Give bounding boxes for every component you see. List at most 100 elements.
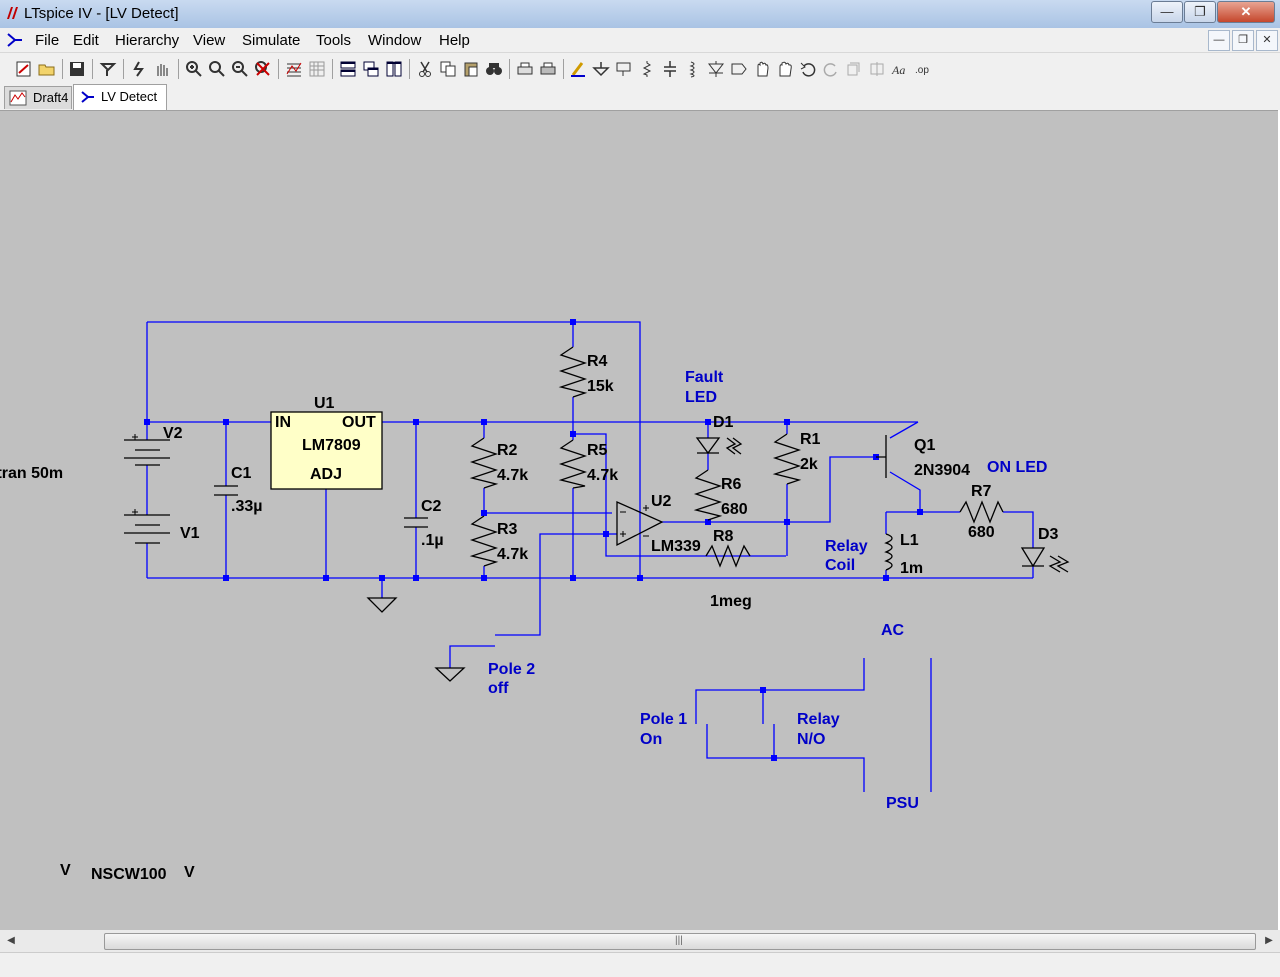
run-icon[interactable] (130, 60, 148, 78)
text-icon[interactable]: Aa (891, 60, 909, 78)
d3-ref[interactable]: D3 (1038, 526, 1059, 543)
menu-window[interactable]: Window (368, 32, 422, 49)
mirror-icon[interactable] (868, 60, 886, 78)
grid-icon[interactable] (308, 60, 326, 78)
bottom-v-right[interactable]: V (184, 864, 195, 881)
zoom-cancel-icon[interactable] (254, 60, 272, 78)
l1-ref[interactable]: L1 (900, 532, 919, 549)
r6-ref[interactable]: R6 (721, 476, 742, 493)
note-relay-coil-1[interactable]: Relay (825, 538, 868, 555)
open-icon[interactable] (38, 60, 56, 78)
l1-value[interactable]: 1m (900, 560, 924, 577)
c2-value[interactable]: .1µ (421, 532, 444, 549)
c2-ref[interactable]: C2 (421, 498, 442, 515)
diode-icon[interactable] (707, 60, 725, 78)
r1-ref[interactable]: R1 (800, 431, 821, 448)
r3-value[interactable]: 4.7k (497, 546, 529, 563)
menu-file[interactable]: File (35, 32, 60, 49)
print-setup-icon[interactable] (516, 60, 534, 78)
u2-part[interactable]: LM339 (651, 538, 701, 555)
note-relay-no-1[interactable]: Relay (797, 711, 840, 728)
bottom-v-left[interactable]: V (60, 862, 71, 879)
note-pole2-2[interactable]: off (488, 680, 509, 697)
zoom-in-icon[interactable] (185, 60, 203, 78)
tab-draft4[interactable]: Draft4 (4, 86, 72, 109)
v1-ref[interactable]: V1 (180, 525, 200, 542)
menu-view[interactable]: View (193, 32, 226, 49)
r1-value[interactable]: 2k (800, 456, 818, 473)
note-fault-led-1[interactable]: Fault (685, 369, 724, 386)
cascade-icon[interactable] (362, 60, 380, 78)
note-on-led[interactable]: ON LED (987, 459, 1048, 476)
r4-ref[interactable]: R4 (587, 353, 608, 370)
new-schematic-icon[interactable] (15, 60, 33, 78)
copy-icon[interactable] (439, 60, 457, 78)
r5-value[interactable]: 4.7k (587, 467, 619, 484)
scroll-thumb[interactable]: ||| (104, 933, 1256, 950)
capacitor-icon[interactable] (661, 60, 679, 78)
c1-value[interactable]: .33µ (231, 498, 263, 515)
menu-simulate[interactable]: Simulate (242, 32, 301, 49)
note-relay-coil-2[interactable]: Coil (825, 557, 856, 574)
zoom-out-icon[interactable] (231, 60, 249, 78)
horizontal-scrollbar[interactable]: ◀ ||| ▶ (0, 930, 1280, 952)
rotate-icon[interactable] (845, 60, 863, 78)
r3-ref[interactable]: R3 (497, 521, 518, 538)
inductor-icon[interactable] (684, 60, 702, 78)
zoom-area-icon[interactable] (208, 60, 226, 78)
u2-ref[interactable]: U2 (651, 493, 672, 510)
r6-value[interactable]: 680 (721, 501, 748, 518)
r8-ref[interactable]: R8 (713, 528, 734, 545)
menu-edit[interactable]: Edit (73, 32, 99, 49)
v2-ref[interactable]: V2 (163, 425, 183, 442)
note-pole1-1[interactable]: Pole 1 (640, 711, 688, 728)
bottom-part-label[interactable]: NSCW100 (91, 866, 167, 883)
mdi-close-button[interactable]: ✕ (1256, 30, 1278, 51)
u1-part[interactable]: LM7809 (302, 437, 361, 454)
menu-tools[interactable]: Tools (316, 32, 352, 49)
note-pole1-2[interactable]: On (640, 731, 663, 748)
mdi-minimize-button[interactable]: — (1208, 30, 1230, 51)
schematic-doc-icon[interactable] (6, 31, 24, 49)
label-net-icon[interactable] (615, 60, 633, 78)
r7-ref[interactable]: R7 (971, 483, 992, 500)
r2-value[interactable]: 4.7k (497, 467, 529, 484)
menu-help[interactable]: Help (439, 32, 470, 49)
find-icon[interactable] (485, 60, 503, 78)
maximize-button[interactable]: ❐ (1184, 1, 1216, 23)
paste-icon[interactable] (462, 60, 480, 78)
q1-part[interactable]: 2N3904 (914, 462, 971, 479)
undo-icon[interactable] (799, 60, 817, 78)
move-icon[interactable] (753, 60, 771, 78)
d1-ref[interactable]: D1 (713, 414, 734, 431)
scroll-left-icon[interactable]: ◀ (7, 935, 15, 946)
note-pole2-1[interactable]: Pole 2 (488, 661, 536, 678)
tile-vertical-icon[interactable] (385, 60, 403, 78)
c1-ref[interactable]: C1 (231, 465, 252, 482)
r4-value[interactable]: 15k (587, 378, 614, 395)
component-icon[interactable] (730, 60, 748, 78)
menu-hierarchy[interactable]: Hierarchy (115, 32, 180, 49)
close-button[interactable]: ✕ (1217, 1, 1275, 23)
halt-icon[interactable] (153, 60, 171, 78)
schematic-drawing[interactable] (0, 110, 1280, 930)
u1-ref[interactable]: U1 (314, 395, 335, 412)
scroll-right-icon[interactable]: ▶ (1265, 935, 1273, 946)
r8-value[interactable]: 1meg (710, 593, 752, 610)
drag-icon[interactable] (776, 60, 794, 78)
q1-ref[interactable]: Q1 (914, 437, 936, 454)
r7-value[interactable]: 680 (968, 524, 995, 541)
note-psu[interactable]: PSU (886, 795, 919, 812)
control-panel-icon[interactable] (99, 60, 117, 78)
save-icon[interactable] (68, 60, 86, 78)
r2-ref[interactable]: R2 (497, 442, 518, 459)
draw-wire-icon[interactable] (569, 60, 587, 78)
mdi-restore-button[interactable]: ❐ (1232, 30, 1254, 51)
tab-lv-detect[interactable]: LV Detect (73, 84, 167, 110)
minimize-button[interactable]: — (1151, 1, 1183, 23)
note-ac[interactable]: AC (881, 622, 905, 639)
print-icon[interactable] (539, 60, 557, 78)
cut-icon[interactable] (416, 60, 434, 78)
ground-icon[interactable] (592, 60, 610, 78)
